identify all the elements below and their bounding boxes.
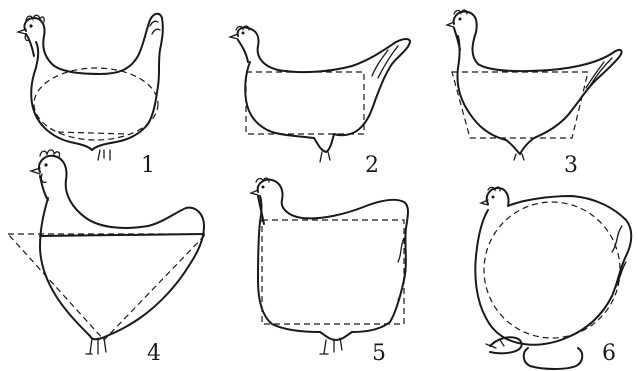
hen-wattle-4 <box>41 174 46 183</box>
hen-beak-1 <box>18 29 26 34</box>
body-shape-rectangle-2 <box>246 72 364 134</box>
body-shape-trapezoid <box>452 72 588 138</box>
figure-number-6: 6 <box>602 341 616 366</box>
hen-eye-1 <box>29 24 32 27</box>
hen-eye-6 <box>492 196 495 199</box>
hen-figure-5: 5 <box>251 178 408 366</box>
hen-beak-5 <box>251 190 258 195</box>
hen-beak-2 <box>230 34 238 39</box>
body-shape-inverted-triangle <box>8 234 206 340</box>
hen-eye-3 <box>459 18 462 21</box>
figure-number-1: 1 <box>141 153 155 178</box>
hen-figure-3: 3 <box>447 10 622 178</box>
body-shape-ellipse <box>34 68 158 140</box>
hen-legs-1 <box>98 150 110 160</box>
back-line-4 <box>40 234 204 236</box>
figure-number-5: 5 <box>372 341 386 366</box>
body-shape-circle <box>484 202 620 338</box>
hen-pedestal-6 <box>524 348 583 369</box>
body-shape-rectangle-5 <box>262 220 404 324</box>
hen-eye-2 <box>242 32 245 35</box>
hen-figure-6: 6 <box>475 187 631 369</box>
hen-outline-4 <box>39 156 204 340</box>
hen-figure-1: 1 <box>18 14 163 178</box>
hen-tail-feathers-1 <box>150 21 160 34</box>
hen-eye-5 <box>262 186 265 189</box>
hen-neck-front-1 <box>26 34 34 56</box>
body-base-line-1 <box>58 132 126 134</box>
hen-figure-4: 4 <box>8 150 206 366</box>
hen-beak-3 <box>447 22 454 27</box>
hen-outline-1 <box>24 14 162 150</box>
hen-legs-3 <box>514 154 524 160</box>
hen-outline-3 <box>454 12 622 154</box>
hen-outline-5 <box>258 180 408 340</box>
hen-legs-2 <box>320 152 330 162</box>
hen-legs-4 <box>86 338 106 354</box>
hen-outline-2 <box>238 27 410 152</box>
figure-number-3: 3 <box>564 153 578 178</box>
hen-neck-front-2 <box>238 40 248 62</box>
figure-number-2: 2 <box>365 153 379 178</box>
hen-eye-4 <box>44 163 47 166</box>
figure-number-4: 4 <box>147 341 161 366</box>
hen-outline-6 <box>475 188 631 345</box>
hen-figure-2: 2 <box>230 26 410 178</box>
